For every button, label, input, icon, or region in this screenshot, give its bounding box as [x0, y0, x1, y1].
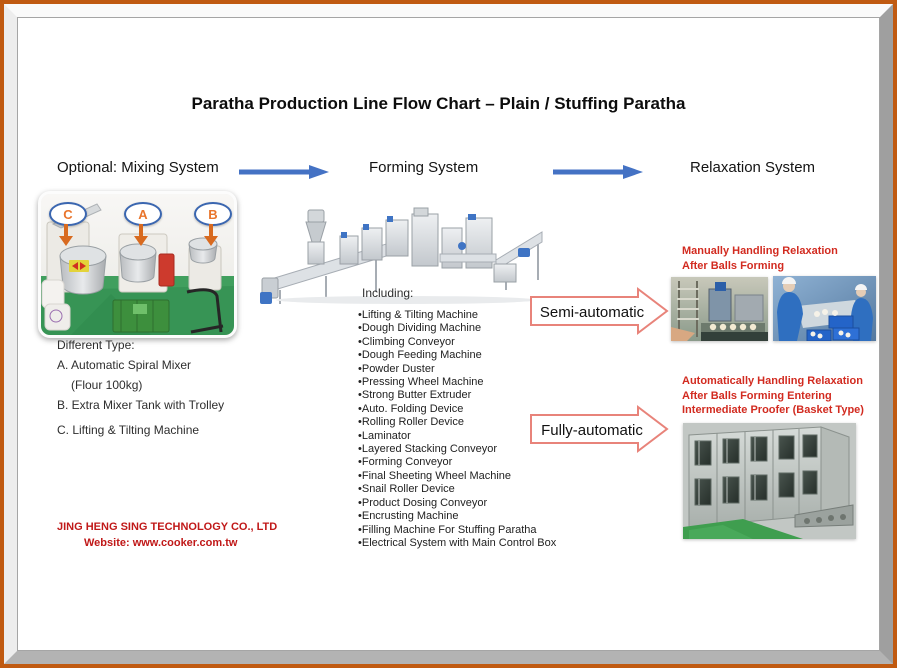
company-name: JING HENG SING TECHNOLOGY CO., LTD — [57, 521, 278, 533]
intermediate-proofer-photo — [683, 423, 856, 539]
forming-line-illustration — [260, 207, 543, 304]
manual-relaxation-photo-1 — [671, 277, 768, 341]
different-type-block: Different Type: A. Automatic Spiral Mixe… — [57, 335, 224, 440]
machine-list: •Lifting & Tilting Machine •Dough Dividi… — [358, 309, 556, 550]
header-relaxation-system: Relaxation System — [690, 159, 816, 176]
company-website: Website: www.cooker.com.tw — [84, 537, 238, 549]
header-forming-system: Forming System — [369, 159, 479, 176]
machine-list-item: •Rolling Roller Device — [358, 416, 464, 429]
fully-note-line-3: Intermediate Proofer (Basket Type) — [682, 404, 864, 416]
fully-note-line-1: Automatically Handling Relaxation — [682, 375, 863, 387]
machine-list-item: •Final Sheeting Wheel Machine — [358, 469, 512, 482]
flow-arrow-right-icon — [239, 165, 329, 179]
manual-relaxation-illustration-2 — [773, 276, 876, 341]
machine-list-item: •Electrical System with Main Control Box — [358, 536, 557, 549]
machine-list-item: •Filling Machine For Stuffing Paratha — [358, 523, 537, 536]
semi-automatic-label: Semi-automatic — [539, 304, 645, 321]
down-arrow-icon — [204, 224, 218, 246]
machine-list-item: •Forming Conveyor — [358, 456, 453, 469]
slide-canvas: Paratha Production Line Flow Chart – Pla… — [17, 17, 880, 651]
different-type-item-c: C. Lifting & Tilting Machine — [57, 423, 200, 437]
including-label: Including: — [362, 286, 414, 300]
intermediate-proofer-illustration — [683, 423, 856, 539]
machine-list-item: •Dough Dividing Machine — [358, 322, 482, 335]
different-type-heading: Different Type: — [57, 338, 135, 352]
machine-list-item: •Powder Duster — [358, 362, 435, 375]
page-title: Paratha Production Line Flow Chart – Pla… — [191, 94, 686, 113]
semi-note-line-2: After Balls Forming — [682, 259, 785, 272]
label-oval-c: C — [49, 202, 87, 226]
down-arrow-icon — [134, 224, 148, 246]
machine-list-item: •Dough Feeding Machine — [358, 349, 482, 362]
machine-list-item: •Laminator — [358, 429, 411, 442]
fully-automatic-note: Automatically Handling Relaxation After … — [682, 374, 864, 418]
flow-arrow-right-icon — [553, 165, 643, 179]
machine-list-item: •Layered Stacking Conveyor — [358, 443, 497, 456]
slide-frame-bevel: Paratha Production Line Flow Chart – Pla… — [4, 4, 893, 664]
machine-list-item: •Encrusting Machine — [358, 510, 459, 523]
fully-note-line-2: After Balls Forming Entering — [682, 389, 832, 402]
semi-note-line-1: Manually Handling Relaxation — [682, 245, 838, 257]
fully-automatic-arrow-callout — [530, 404, 669, 454]
different-type-item-a2: (Flour 100kg) — [71, 378, 143, 392]
machine-list-item: •Strong Butter Extruder — [358, 389, 472, 402]
semi-automatic-arrow-callout — [530, 286, 669, 336]
machine-list-item: •Auto. Folding Device — [358, 402, 464, 415]
header-mixing-system: Optional: Mixing System — [57, 159, 219, 176]
machine-list-item: •Pressing Wheel Machine — [358, 376, 484, 389]
machine-list-item: •Lifting & Tilting Machine — [358, 309, 479, 321]
label-oval-a: A — [124, 202, 162, 226]
machine-list-item: •Product Dosing Conveyor — [358, 496, 488, 509]
semi-automatic-note: Manually Handling Relaxation After Balls… — [682, 244, 838, 273]
label-oval-b: B — [194, 202, 232, 226]
machine-list-item: •Snail Roller Device — [358, 483, 455, 496]
down-arrow-icon — [59, 224, 73, 246]
different-type-item-a: A. Automatic Spiral Mixer — [57, 358, 192, 372]
machine-list-item: •Climbing Conveyor — [358, 335, 455, 348]
fully-automatic-label: Fully-automatic — [541, 422, 643, 439]
manual-relaxation-illustration-1 — [671, 277, 768, 341]
manual-relaxation-photo-2 — [773, 276, 876, 341]
different-type-item-b: B. Extra Mixer Tank with Trolley — [57, 398, 225, 412]
